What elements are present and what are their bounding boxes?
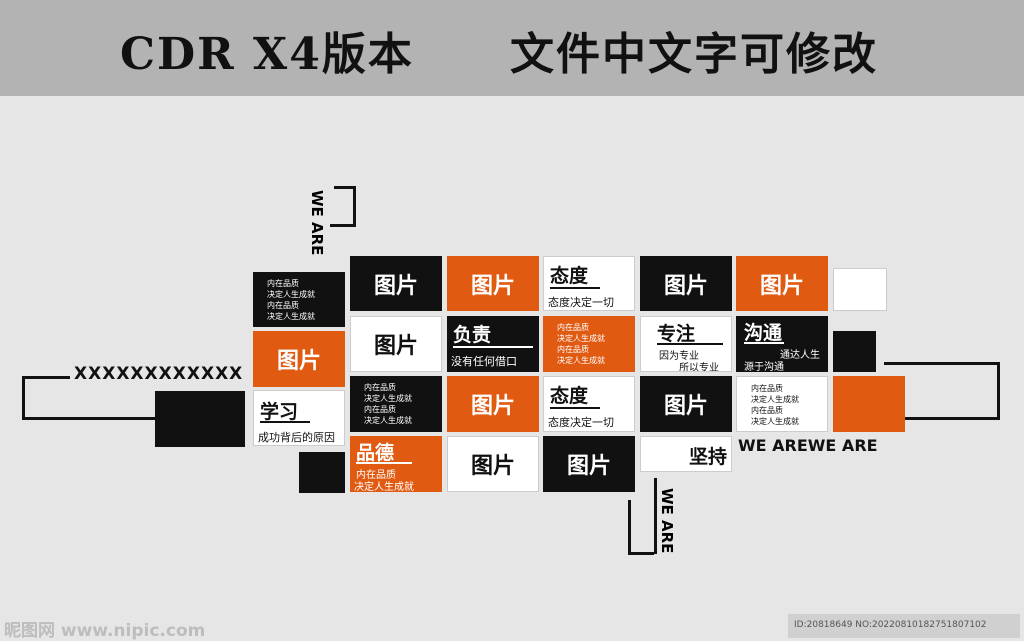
taidu-tile-2: 态度 态度决定一切 xyxy=(543,376,635,432)
values-line: 决定人生成就 xyxy=(751,417,799,426)
taidu-sub: 态度决定一切 xyxy=(548,296,614,309)
zhuanzhu-sub2: 所以专业 xyxy=(679,363,719,372)
taidu-sub: 态度决定一切 xyxy=(548,416,614,429)
picture-tile: 图片 xyxy=(350,316,442,372)
picture-tile: 图片 xyxy=(447,376,539,432)
bracket-bottom-vertical xyxy=(628,500,631,554)
pinde-tile: 品德 内在品质 决定人生成就 xyxy=(350,436,442,492)
values-line: 决定人生成就 xyxy=(364,416,412,425)
bracket-left-bottom xyxy=(22,417,156,420)
values-line: 决定人生成就 xyxy=(267,312,315,321)
id-strip: ID:20818649 NO:20220810182751807102 xyxy=(788,614,1020,638)
we-are-bottom-text: WE ARE xyxy=(658,488,676,554)
taidu-tile: 态度 态度决定一切 xyxy=(543,256,635,311)
bracket-bottom-vertical-2 xyxy=(654,478,657,554)
divider xyxy=(744,342,784,344)
jianchi-title: 坚持 xyxy=(688,446,727,468)
black-block xyxy=(155,391,245,447)
values-line: 决定人生成就 xyxy=(267,290,315,299)
goutong-sub1: 通达人生 xyxy=(780,350,820,361)
xuexi-tile: 学习 成功背后的原因 xyxy=(253,390,345,446)
values-line: 决定人生成就 xyxy=(557,334,605,343)
picture-tile: 图片 xyxy=(350,256,442,311)
values-line: 内在品质 xyxy=(364,405,396,414)
values-line: 决定人生成就 xyxy=(751,395,799,404)
values-line: 内在品质 xyxy=(751,384,783,393)
zhuanzhu-title: 专注 xyxy=(657,323,696,345)
fuze-sub: 没有任何借口 xyxy=(451,355,517,368)
values-block-4: 内在品质 决定人生成就 内在品质 决定人生成就 xyxy=(736,376,828,432)
picture-tile: 图片 xyxy=(640,376,732,432)
pinde-sub2: 决定人生成就 xyxy=(354,482,414,492)
divider xyxy=(657,343,723,345)
header-left-title: CDR X4版本 xyxy=(120,29,414,80)
xuexi-title: 学习 xyxy=(260,401,299,423)
values-line: 内在品质 xyxy=(267,301,299,310)
values-line: 内在品质 xyxy=(751,406,783,415)
divider xyxy=(260,421,310,423)
zhuanzhu-tile: 专注 因为专业 所以专业 xyxy=(640,316,732,372)
bracket-bottom-line xyxy=(628,552,654,555)
values-line: 决定人生成就 xyxy=(557,356,605,365)
taidu-title: 态度 xyxy=(550,385,589,407)
values-block-1: 内在品质 决定人生成就 内在品质 决定人生成就 xyxy=(253,272,345,327)
bracket-right-vertical xyxy=(997,362,1000,420)
header-bar: CDR X4版本 文件中文字可修改 xyxy=(0,0,1024,96)
jianchi-tile: 坚持 xyxy=(640,436,732,472)
footer: 昵图网 www.nipic.com ID:20818649 NO:2022081… xyxy=(0,614,1024,641)
bracket-top-vertical xyxy=(353,186,356,226)
black-block xyxy=(833,331,876,372)
picture-tile: 图片 xyxy=(736,256,828,311)
bracket-left-vertical xyxy=(22,376,25,420)
picture-tile: 图片 xyxy=(447,256,539,311)
values-line: 内在品质 xyxy=(557,323,589,332)
picture-tile: 图片 xyxy=(447,436,539,492)
orange-block xyxy=(833,376,905,432)
values-block-2: 内在品质 决定人生成就 内在品质 决定人生成就 xyxy=(543,316,635,372)
bracket-top-line xyxy=(334,186,356,189)
bracket-top-bottom xyxy=(330,224,356,227)
values-line: 内在品质 xyxy=(557,345,589,354)
values-line: 决定人生成就 xyxy=(364,394,412,403)
divider xyxy=(550,287,600,289)
pinde-title: 品德 xyxy=(356,442,395,464)
values-block-3: 内在品质 决定人生成就 内在品质 决定人生成就 xyxy=(350,376,442,432)
values-line: 内在品质 xyxy=(267,279,299,288)
id-text: ID:20818649 NO:20220810182751807102 xyxy=(794,620,987,630)
goutong-sub2: 源于沟通 xyxy=(744,362,784,372)
white-block xyxy=(833,268,887,311)
xuexi-sub: 成功背后的原因 xyxy=(258,431,335,444)
fuze-tile: 负责 没有任何借口 xyxy=(447,316,539,372)
divider xyxy=(550,407,600,409)
zhuanzhu-sub1: 因为专业 xyxy=(659,351,699,362)
picture-tile: 图片 xyxy=(253,331,345,387)
taidu-title: 态度 xyxy=(550,265,589,287)
header-right-title: 文件中文字可修改 xyxy=(510,29,878,80)
picture-tile: 图片 xyxy=(543,436,635,492)
xxx-label: XXXXXXXXXXXX xyxy=(74,364,244,384)
we-are-top-text: WE ARE xyxy=(308,190,326,256)
divider xyxy=(453,346,533,348)
picture-tile: 图片 xyxy=(640,256,732,311)
bracket-right-top xyxy=(884,362,1000,365)
bracket-right-bottom xyxy=(904,417,1000,420)
fuze-title: 负责 xyxy=(453,324,492,346)
goutong-title: 沟通 xyxy=(744,322,783,344)
goutong-tile: 沟通 通达人生 源于沟通 xyxy=(736,316,828,372)
divider xyxy=(356,462,412,464)
pinde-sub1: 内在品质 xyxy=(356,470,396,481)
black-block xyxy=(299,452,345,493)
bracket-left-top xyxy=(22,376,70,379)
values-line: 内在品质 xyxy=(364,383,396,392)
watermark: 昵图网 www.nipic.com xyxy=(4,621,206,641)
we-are-double-text: WE AREWE ARE xyxy=(738,436,878,455)
